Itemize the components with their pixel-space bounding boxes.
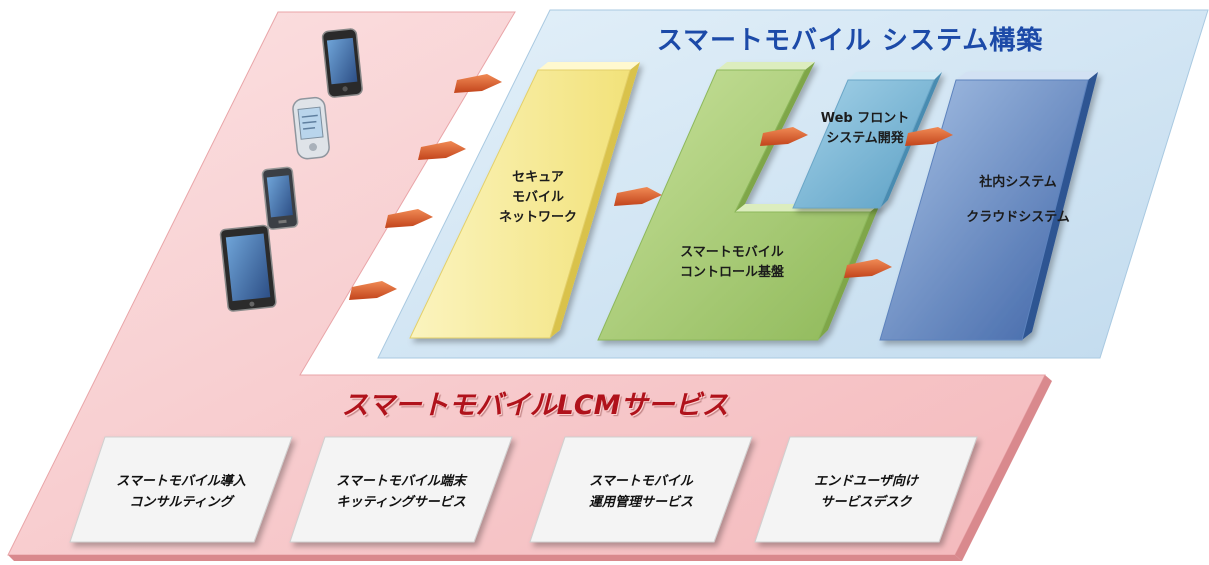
internal-label-line2: クラウドシステム: [966, 210, 1070, 226]
network-block-label: セキュア モバイル ネットワーク: [468, 168, 608, 228]
network-label-line3: ネットワーク: [498, 210, 577, 226]
service-servicedesk-line1: エンドユーザ向け: [814, 474, 918, 489]
internal-label-line1: 社内システム: [979, 175, 1057, 190]
service-consulting-line2: コンサルティング: [129, 494, 233, 510]
service-consulting-line1: スマートモバイル導入: [116, 474, 246, 489]
flow-arrows: [349, 74, 953, 300]
service-operation-line2: 運用管理サービス: [588, 494, 693, 510]
internal-system-block: [879, 72, 1098, 341]
service-kitting-line2: キッティングサービス: [336, 494, 466, 510]
arrow-device4-icon: [349, 281, 397, 300]
service-card-kitting: [289, 436, 513, 543]
service-card-consulting: [69, 436, 293, 543]
arrow-control-internal-icon: [844, 259, 892, 278]
service-label-consulting: スマートモバイル導入 コンサルティング: [86, 472, 276, 514]
service-kitting-line1: スマートモバイル端末: [336, 474, 466, 489]
system-construction-title: スマートモバイル システム構築: [656, 26, 1044, 56]
arrow-device3-icon: [385, 209, 433, 228]
network-label-line2: モバイル: [511, 190, 564, 206]
web-front-block-label: Web フロント システム開発: [800, 109, 930, 149]
internal-system-block-label: 社内システム クラウドシステム: [953, 165, 1083, 235]
arrow-device2-icon: [418, 141, 466, 160]
pda-icon: [292, 96, 330, 160]
lcm-service-title: スマートモバイルLCMサービス: [341, 390, 729, 421]
network-label-line1: セキュア: [512, 170, 564, 185]
smartphone-icon: [321, 28, 363, 98]
service-servicedesk-line2: サービスデスク: [820, 494, 912, 510]
web-label-line2: システム開発: [826, 131, 904, 147]
web-label-line1: Web フロント: [820, 111, 910, 126]
service-operation-line1: スマートモバイル: [589, 474, 693, 489]
lcm-panel-edge: [955, 375, 1052, 561]
network-block: [409, 62, 640, 339]
service-card-operation: [529, 436, 753, 543]
service-label-operation: スマートモバイル 運用管理サービス: [546, 472, 736, 514]
service-label-kitting: スマートモバイル端末 キッティングサービス: [306, 472, 496, 514]
tablet-icon: [219, 224, 277, 312]
smartphone-icon: [261, 166, 299, 230]
control-label-line2: コントロール基盤: [679, 265, 784, 281]
arrow-web-internal-icon: [905, 127, 953, 146]
service-label-servicedesk: エンドユーザ向け サービスデスク: [771, 472, 961, 514]
control-block-label: スマートモバイル コントロール基盤: [652, 243, 812, 283]
service-card-servicedesk: [754, 436, 978, 543]
control-label-line1: スマートモバイル: [680, 245, 784, 260]
arrow-network-control-icon: [614, 187, 662, 206]
arrow-control-web-icon: [760, 127, 808, 146]
arrow-device1-icon: [454, 74, 502, 93]
lcm-panel-bottom-edge: [8, 555, 962, 561]
